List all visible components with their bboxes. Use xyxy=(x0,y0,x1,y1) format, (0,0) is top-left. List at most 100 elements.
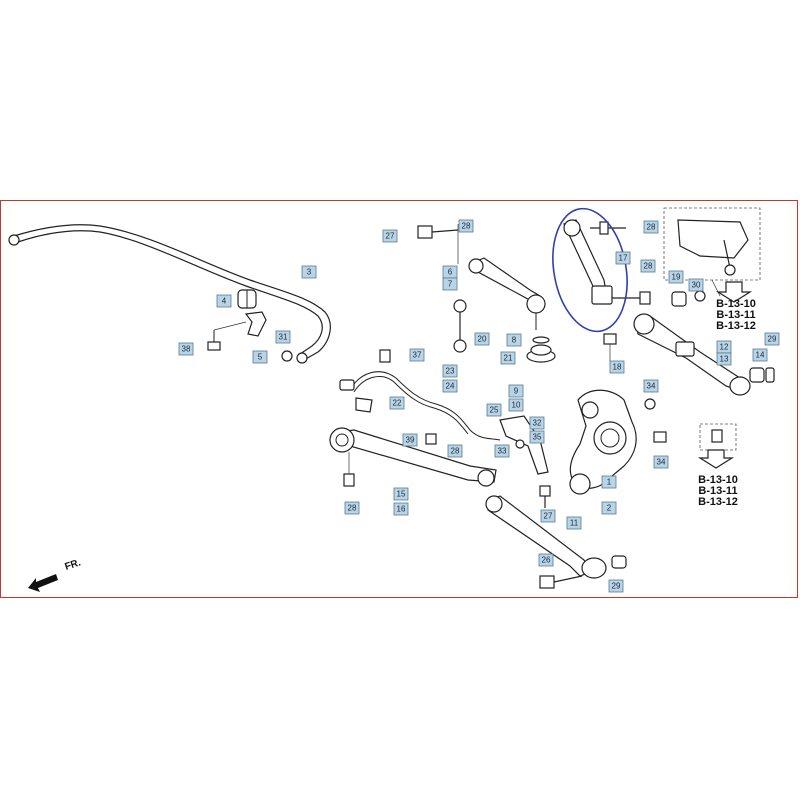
callout-28: 28 xyxy=(344,501,360,515)
bolt-39 xyxy=(425,433,437,445)
callout-number: 27 xyxy=(386,232,395,241)
callout-11: 11 xyxy=(566,516,582,530)
callout-29: 29 xyxy=(764,332,780,346)
callout-number: 14 xyxy=(756,351,765,360)
callout-number: 29 xyxy=(612,582,621,591)
callout-34: 34 xyxy=(643,379,659,393)
callout-number: 21 xyxy=(504,354,513,363)
callout-number: 27 xyxy=(544,512,553,521)
stabilizer-bushing xyxy=(237,289,257,309)
callout-number: 20 xyxy=(478,335,487,344)
knuckle xyxy=(569,389,637,495)
callout-number: 32 xyxy=(533,419,542,428)
upper-arm-6-7 xyxy=(468,257,546,330)
ref-group-lower: B-13-10 B-13-11 B-13-12 xyxy=(698,474,738,508)
callout-28: 28 xyxy=(447,444,463,458)
stabilizer-link xyxy=(453,299,467,353)
callout-33: 33 xyxy=(494,444,510,458)
callout-39: 39 xyxy=(402,433,418,447)
callout-38: 38 xyxy=(178,342,194,356)
callout-number: 4 xyxy=(222,297,227,306)
callout-number: 26 xyxy=(542,556,551,565)
nut-34-upper xyxy=(644,398,656,410)
callout-number: 12 xyxy=(720,343,729,352)
ref-label: B-13-12 xyxy=(716,320,756,332)
stabilizer-bar xyxy=(8,224,331,364)
bolt-26 xyxy=(539,575,583,589)
trailing-arm-15-16 xyxy=(329,427,497,487)
abs-sensor-harness xyxy=(339,349,501,441)
ref-arrow-upper xyxy=(715,281,753,303)
callout-28: 28 xyxy=(643,220,659,234)
bolt-27-lower xyxy=(539,485,551,508)
bushing-21 xyxy=(526,344,556,363)
callout-20: 20 xyxy=(474,332,490,346)
callout-number: 8 xyxy=(512,336,517,345)
lower-arm-11 xyxy=(485,495,607,579)
bolt-18 xyxy=(603,333,617,364)
nut-30 xyxy=(694,290,706,302)
upper-link-17 xyxy=(563,219,651,305)
ref-group-upper: B-13-10 B-13-11 B-13-12 xyxy=(716,298,756,332)
callout-number: 39 xyxy=(406,436,415,445)
callout-number: 33 xyxy=(498,447,507,456)
callout-26: 26 xyxy=(538,553,554,567)
callout-number: 5 xyxy=(258,353,263,362)
callout-number: 24 xyxy=(446,382,455,391)
callout-number: 16 xyxy=(397,505,406,514)
callout-number: 28 xyxy=(451,447,460,456)
callout-19: 19 xyxy=(668,270,684,284)
ref-label: B-13-10 xyxy=(716,298,756,310)
bushing-14 xyxy=(749,367,775,383)
callout-1: 1 xyxy=(601,475,617,489)
callout-27: 27 xyxy=(540,509,556,523)
callout-number: 10 xyxy=(512,401,521,410)
callout-31: 31 xyxy=(275,330,291,344)
callout-8: 8 xyxy=(506,333,522,347)
callout-13: 13 xyxy=(716,352,732,366)
callout-number: 13 xyxy=(720,355,729,364)
callout-number: 11 xyxy=(570,519,579,528)
callout-number: 31 xyxy=(279,333,288,342)
callout-number: 29 xyxy=(768,335,777,344)
callout-number: 7 xyxy=(448,280,453,289)
callout-4: 4 xyxy=(216,294,232,308)
callout-number: 2 xyxy=(607,504,612,513)
callout-16: 16 xyxy=(393,502,409,516)
compensator-arm-12-13 xyxy=(633,313,751,396)
callout-number: 15 xyxy=(397,490,406,499)
callout-number: 22 xyxy=(393,399,402,408)
callout-12: 12 xyxy=(716,340,732,354)
callout-number: 28 xyxy=(462,222,471,231)
callout-number: 28 xyxy=(348,504,357,513)
callout-3: 3 xyxy=(301,265,317,279)
bushing-holder xyxy=(244,311,267,337)
callout-number: 30 xyxy=(692,281,701,290)
ref-arrow-lower xyxy=(697,449,735,469)
front-direction-arrow: FR. xyxy=(28,557,82,592)
callout-9: 9 xyxy=(508,384,524,398)
bolt-28-left xyxy=(343,452,355,487)
ref-label: B-13-12 xyxy=(698,496,738,508)
callout-number: 9 xyxy=(514,387,519,396)
callout-35: 35 xyxy=(529,430,545,444)
callout-number: 35 xyxy=(533,433,542,442)
callout-28: 28 xyxy=(640,259,656,273)
ref-label: B-13-11 xyxy=(698,485,737,497)
callout-7: 7 xyxy=(442,277,458,291)
callout-22: 22 xyxy=(389,396,405,410)
callout-5: 5 xyxy=(252,350,268,364)
ring-8 xyxy=(532,336,550,344)
callout-number: 23 xyxy=(446,367,455,376)
callout-15: 15 xyxy=(393,487,409,501)
clip-22 xyxy=(355,397,373,413)
front-direction-label: FR. xyxy=(64,557,83,573)
callout-number: 34 xyxy=(647,382,656,391)
callout-number: 6 xyxy=(448,268,453,277)
callout-29: 29 xyxy=(608,579,624,593)
bolt-38 xyxy=(207,321,247,351)
inset-upper-right xyxy=(663,207,761,297)
bushing-19 xyxy=(671,291,687,307)
callout-37: 37 xyxy=(409,348,425,362)
